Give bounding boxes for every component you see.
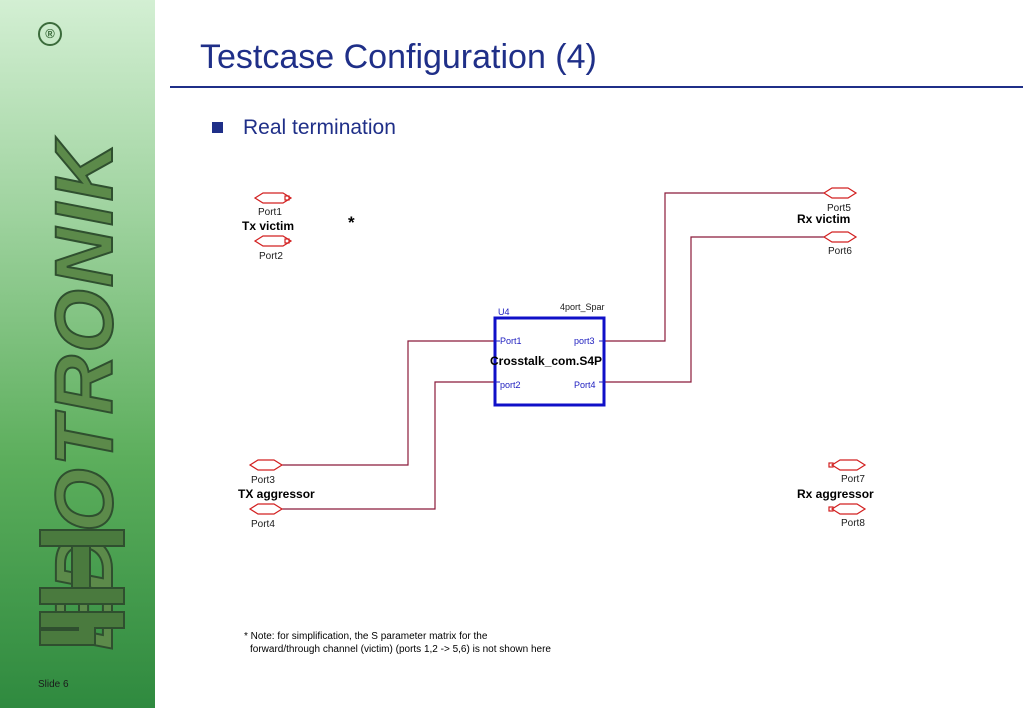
port1-label: Port1 [258,207,282,218]
port6-label: Port6 [828,246,852,257]
pin-stubs [495,340,604,383]
sidebar: EDOTRONIK ® Slide 6 [0,0,155,708]
pin-port1-label: Port1 [500,336,522,346]
component-box [493,316,606,407]
pin-port4-label: Port4 [574,380,596,390]
asterisk-marker: * [348,213,355,232]
port6-symbol [822,231,858,243]
wire-port5 [604,192,824,342]
port-symbols [248,187,867,515]
title-divider [170,86,1023,88]
component-name: Crosstalk_com.S4P [490,354,603,368]
bullet-text: Real termination [243,116,396,139]
rx-victim-label: Rx victim [797,212,851,226]
port5-symbol [822,187,858,199]
tx-victim-label: Tx victim [242,219,295,233]
wire-port6 [604,236,824,383]
port4-label: Port4 [251,519,275,530]
footnote-line-1: * Note: for simplification, the S parame… [244,631,488,642]
port2-symbol [253,235,293,247]
port8-symbol [830,503,867,515]
port8-label: Port8 [841,518,865,529]
component-type: 4port_Spar [560,302,605,312]
pin-port3-label: port3 [574,336,595,346]
footnote-line-2: forward/through channel (victim) (ports … [250,644,551,655]
logo-emblem [39,529,125,646]
port7-label: Port7 [841,474,865,485]
port7-symbol [830,459,867,471]
pin-port2-label: port2 [500,380,521,390]
footnote: * Note: for simplification, the S parame… [244,630,551,656]
registered-mark: ® [38,22,62,46]
wires [282,192,824,510]
company-logo: EDOTRONIK [38,135,131,651]
port1-symbol [253,192,293,204]
tx-aggressor-label: TX aggressor [238,487,315,501]
bullet-square-icon [212,122,223,133]
slide-title: Testcase Configuration (4) [200,38,597,76]
component-ref: U4 [498,307,510,317]
port4-symbol [248,503,284,515]
port5-label: Port5 [827,203,851,214]
slide-number: Slide 6 [38,679,69,690]
rx-aggressor-label: Rx aggressor [797,487,874,501]
port3-label: Port3 [251,475,275,486]
port3-symbol [248,459,284,471]
port2-label: Port2 [259,251,283,262]
wire-port3 [282,340,495,466]
wire-port4 [282,381,495,510]
svg-text:EDOTRONIK: EDOTRONIK [39,136,130,650]
